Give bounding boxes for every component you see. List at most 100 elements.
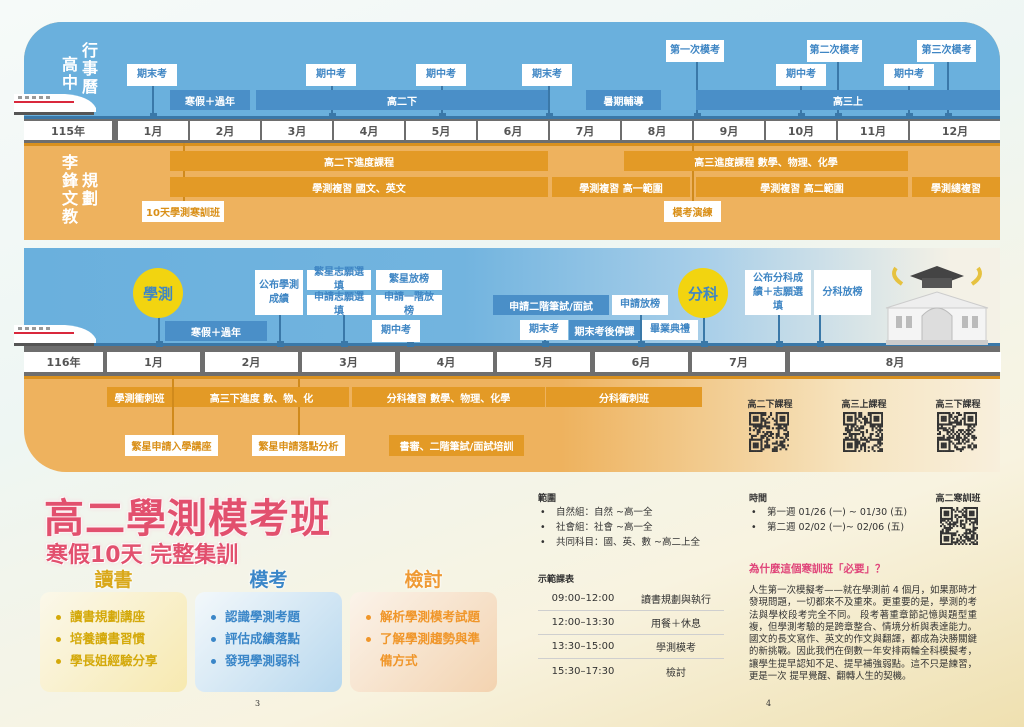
school-event-label: 分科放榜	[814, 270, 871, 315]
schedule-activity: 檢討	[666, 667, 686, 679]
schedule-row: 15:30–17:30 檢討	[538, 659, 724, 683]
school-event-label: 期末考	[127, 64, 177, 86]
month-cell: 8月	[789, 352, 1001, 372]
school-event-bar: 申請二階筆試/面試	[493, 295, 609, 315]
schedule-time: 13:30–15:00	[551, 641, 615, 652]
year-cell: 116年	[24, 352, 103, 372]
plan-event-label: 模考演練	[664, 201, 721, 222]
plan-course-bar: 高二下進度課程	[170, 151, 548, 171]
connector-line	[298, 379, 300, 435]
scope-item: 自然組：自然 ~高一全	[538, 505, 700, 520]
connector-line	[279, 315, 281, 346]
school-event-label: 繁星志願選填	[307, 267, 371, 292]
school-event-label: 公布學測成績	[255, 270, 303, 315]
month-cell: 3月	[262, 121, 332, 140]
page-number: 3	[255, 699, 261, 708]
month-cell: 1月	[107, 352, 200, 372]
card-item: 學長姐經驗分享	[54, 650, 187, 672]
card-heading-study: 讀書	[94, 569, 133, 591]
title-plan: 規劃	[81, 171, 98, 208]
month-cell: 5月	[406, 121, 476, 140]
connector-knob	[541, 341, 549, 347]
qr-code[interactable]	[843, 412, 883, 452]
scope-list: 自然組：自然 ~高一全 社會組：社會 ~高一全 共同科目：國、英、數 ~高二上全	[538, 505, 700, 550]
train-icon	[14, 325, 96, 346]
promo-subtitle: 寒假10天 完整集訓	[46, 543, 239, 568]
year-cell: 115年	[24, 121, 112, 140]
card-item: 解析學測模考試題	[364, 606, 497, 628]
plan-course-bar: 學測衝刺班	[107, 387, 172, 407]
connector-knob	[693, 113, 701, 119]
plan-event-label: 繁星申請入學講座	[125, 435, 218, 456]
orange-stripe	[24, 376, 1000, 379]
school-event-label: 第一次模考	[666, 40, 724, 62]
plan-course-bar: 學測複習 高二範圍	[696, 177, 908, 197]
month-cell: 3月	[302, 352, 395, 372]
school-event-label: 申請放榜	[612, 295, 668, 315]
page-number: 4	[766, 699, 772, 708]
schedule-row: 12:00–13:30 用餐＋休息	[538, 611, 724, 635]
month-cell: 12月	[910, 121, 1000, 140]
connector-line	[343, 315, 345, 346]
qr-code[interactable]	[940, 507, 978, 545]
card-review: 解析學測模考試題了解學測趨勢與準備方式	[350, 592, 497, 692]
connector-line	[183, 143, 185, 201]
qr-code[interactable]	[937, 412, 977, 452]
connector-knob	[905, 113, 913, 119]
school-term-bar: 高三上	[696, 90, 1000, 110]
school-term-bar: 高二下	[256, 90, 548, 110]
schedule-time: 15:30–17:30	[551, 665, 615, 677]
month-cell: 2月	[190, 121, 260, 140]
schedule-time: 09:00–12:00	[551, 593, 615, 604]
connector-knob	[149, 113, 157, 119]
school-event-label: 期中考	[306, 64, 356, 86]
title-school: 高中	[61, 55, 78, 92]
schedule-time: 12:00–13:30	[551, 617, 615, 628]
connector-knob	[545, 113, 553, 119]
scope-item: 共同科目：國、英、數 ~高二上全	[538, 535, 700, 550]
milestone-gsat: 學測	[133, 268, 183, 318]
school-event-label: 公布分科成績＋志願選填	[745, 270, 811, 315]
plan-course-bar: 分科複習 數學、物理、化學	[352, 387, 545, 407]
school-term-bar: 寒假＋過年	[170, 90, 250, 110]
connector-line	[819, 315, 821, 346]
connector-knob	[276, 341, 284, 347]
card-item: 發現學測弱科	[209, 650, 342, 672]
school-event-label: 期末考	[520, 320, 568, 340]
card-heading-review: 檢討	[404, 569, 443, 591]
connector-knob	[328, 113, 336, 119]
plan-course-bar: 學測複習 高一範圍	[552, 177, 690, 197]
scope-heading: 範圍	[538, 494, 557, 504]
month-cell: 7月	[692, 352, 785, 372]
school-event-label: 繁星放榜	[376, 270, 442, 290]
plan-course-bar: 高三下進度 數、物、化	[174, 387, 349, 407]
card-item: 讀書規劃講座	[54, 606, 187, 628]
month-cell: 4月	[399, 352, 493, 372]
plan-event-label: 繁星申請落點分析	[252, 435, 345, 456]
school-event-label: 申請志願選填	[307, 292, 371, 317]
qr-label: 高三下課程	[935, 400, 981, 410]
school-event-label: 畢業典禮	[642, 320, 698, 340]
school-term-bar: 暑期輔導	[586, 90, 661, 110]
scope-item: 社會組：社會 ~高一全	[538, 520, 700, 535]
card-heading-exam: 模考	[249, 569, 288, 591]
qr-label: 高二下課程	[747, 400, 793, 410]
connector-knob	[340, 341, 348, 347]
time-list: 第一週 01/26 (一) ~ 01/30 (五) 第二週 02/02 (一)~…	[749, 505, 907, 535]
qr-label: 高二寒訓班	[935, 494, 981, 504]
connector-knob	[438, 113, 446, 119]
connector-line	[152, 86, 154, 118]
plan-event-label: 10天學測寒訓班	[142, 201, 224, 222]
month-cell: 5月	[497, 352, 590, 372]
connector-knob	[816, 341, 824, 347]
schedule-activity: 用餐＋休息	[651, 619, 701, 630]
card-item: 培養讀書習慣	[54, 628, 187, 650]
card-item: 認識學測考題	[209, 606, 342, 628]
qr-code[interactable]	[749, 412, 789, 452]
card-study: 讀書規劃講座培養讀書習慣學長姐經驗分享	[40, 592, 187, 692]
school-event-bar: 寒假＋過年	[165, 321, 267, 341]
school-event-label: 申請一階放榜	[376, 292, 442, 317]
school-event-label: 第二次模考	[807, 40, 862, 62]
